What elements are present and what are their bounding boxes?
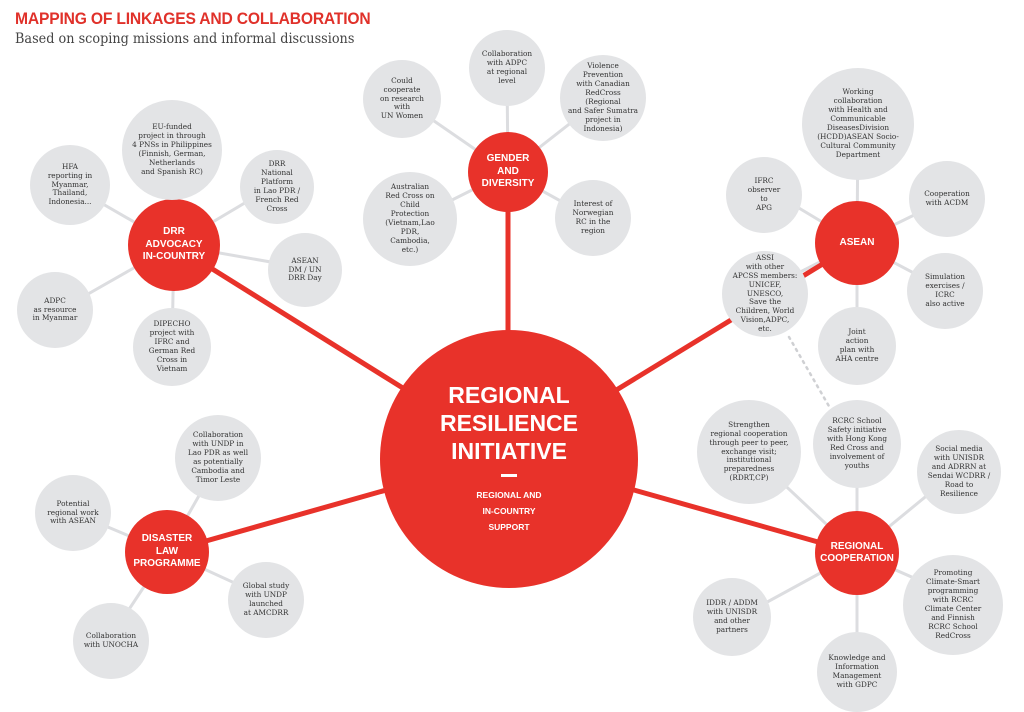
asean-item-health-division: Working collaboration with Health and Co…: [802, 68, 914, 180]
drr-item-adpc-myanmar: ADPC as resource in Myanmar: [17, 272, 93, 348]
hub-regional-cooperation: REGIONAL COOPERATION: [815, 511, 899, 595]
regional-item-social-media: Social media with UNISDR and ADRRN at Se…: [917, 430, 1001, 514]
drr-item-asean-dm-day: ASEAN DM / UN DRR Day: [268, 233, 342, 307]
diagram-title: MAPPING OF LINKAGES AND COLLABORATION: [15, 9, 371, 28]
center-node-regional-resilience-initiative: REGIONAL RESILIENCE INITIATIVE REGIONAL …: [380, 330, 638, 588]
diagram-subtitle: Based on scoping missions and informal d…: [15, 31, 355, 47]
gender-item-norwegian-rc: Interest of Norwegian RC in the region: [555, 180, 631, 256]
asean-item-aha-centre: Joint action plan with AHA centre: [818, 307, 896, 385]
hub-gender-diversity: GENDER AND DIVERSITY: [468, 132, 548, 212]
gender-item-un-women: Could cooperate on research with UN Wome…: [363, 60, 441, 138]
center-title: REGIONAL RESILIENCE INITIATIVE: [439, 382, 579, 464]
regional-item-peer-exchange: Strengthen regional cooperation through …: [697, 400, 801, 504]
center-divider: [501, 474, 517, 478]
asean-item-ifrc-observer: IFRC observer to APG: [726, 157, 802, 233]
drr-item-dipecho: DIPECHO project with IFRC and German Red…: [133, 308, 211, 386]
law-item-global-study: Global study with UNDP launched at AMCDR…: [228, 562, 304, 638]
drr-item-hfa-reporting: HFA reporting in Myanmar, Thailand, Indo…: [30, 145, 110, 225]
center-subtitle: REGIONAL AND IN-COUNTRY SUPPORT: [476, 490, 542, 533]
regional-item-climate-smart: Promoting Climate-Smart programming with…: [903, 555, 1003, 655]
regional-item-iddr-addm: IDDR / ADDM with UNISDR and other partne…: [693, 578, 771, 656]
drr-item-eu-funded: EU-funded project in through 4 PNSs in P…: [122, 100, 222, 200]
asean-item-simulation: Simulation exercises / ICRC also active: [907, 253, 983, 329]
regional-item-school-safety: RCRC School Safety initiative with Hong …: [813, 400, 901, 488]
law-item-undp-lao: Collaboration with UNDP in Lao PDR as we…: [175, 415, 261, 501]
law-item-asean-regional: Potential regional work with ASEAN: [35, 475, 111, 551]
gender-item-child-protection: Australian Red Cross on Child Protection…: [363, 172, 457, 266]
hub-asean: ASEAN: [815, 201, 899, 285]
law-item-unocha: Collaboration with UNOCHA: [73, 603, 149, 679]
asean-item-acdm: Cooperation with ACDM: [909, 161, 985, 237]
hub-drr-advocacy: DRR ADVOCACY IN-COUNTRY: [128, 199, 220, 291]
asean-item-assi: ASSI with other APCSS members: UNICEF, U…: [722, 251, 808, 337]
regional-item-knowledge-management: Knowledge and Information Management wit…: [817, 632, 897, 712]
hub-disaster-law: DISASTER LAW PROGRAMME: [125, 510, 209, 594]
gender-item-adpc-regional: Collaboration with ADPC at regional leve…: [469, 30, 545, 106]
drr-item-national-platform: DRR National Platform in Lao PDR / Frenc…: [240, 150, 314, 224]
gender-item-violence-prevention: Violence Prevention with Canadian RedCro…: [560, 55, 646, 141]
